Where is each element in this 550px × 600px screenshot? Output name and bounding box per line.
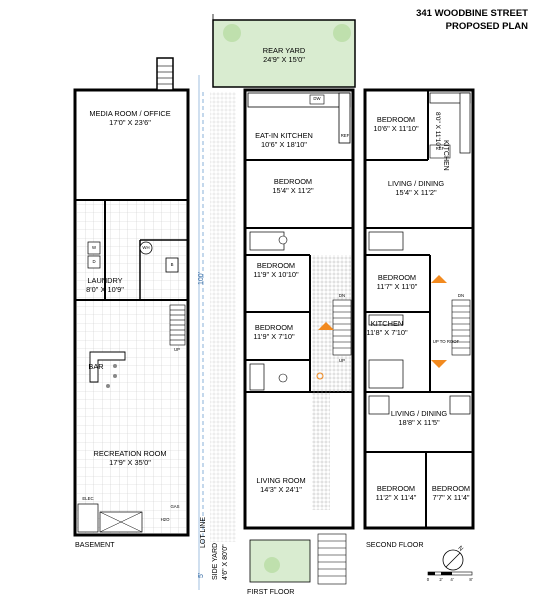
scale-tick-0: 0	[426, 577, 430, 582]
first-up-label: UP	[339, 358, 345, 363]
lot-depth-dim: 100'	[198, 271, 205, 285]
scale-tick-4: 4'	[450, 577, 454, 582]
washer-label: W	[91, 245, 97, 250]
second-bedroom-3-label: BEDROOM	[376, 484, 416, 493]
second-bedroom-1-label: BEDROOM	[376, 115, 416, 124]
second-dn-label: DN	[457, 293, 465, 298]
second-kitchen-2-label: KITCHEN	[370, 319, 404, 328]
up-to-roof-label: UP TO ROOF	[432, 339, 460, 344]
rear-yard-label: REAR YARD	[262, 46, 306, 55]
second-kitchen-top-dims: 8'0" x 11'10"	[434, 112, 441, 149]
plan-subtitle: PROPOSED PLAN	[445, 21, 528, 32]
bar-label: BAR	[88, 362, 104, 371]
second-ref-label: REF	[435, 146, 445, 151]
scale-tick-2: 2'	[439, 577, 443, 582]
basement-plan	[73, 57, 190, 537]
address-title: 341 WOODBINE STREET	[416, 8, 528, 19]
wh-label: WH	[142, 245, 150, 250]
first-bedroom-3-label: BEDROOM	[254, 323, 294, 332]
media-room-dims: 17'0" x 23'6"	[109, 118, 151, 127]
second-bedroom-3-dims: 11'2" x 11'4"	[375, 493, 417, 502]
second-living-1-label: LIVING / DINING	[387, 179, 445, 188]
second-living-2-label: LIVING / DINING	[390, 409, 448, 418]
first-bedroom-2-label: BEDROOM	[256, 261, 296, 270]
first-dn-label: DN	[338, 293, 346, 298]
second-living-1-dims: 15'4" x 11'2"	[395, 188, 437, 197]
second-bedroom-2-label: BEDROOM	[377, 273, 417, 282]
gas-label: GAS	[170, 504, 180, 509]
second-bedroom-4-label: BEDROOM	[431, 484, 471, 493]
second-bedroom-4-dims: 7'7" x 11'4"	[432, 493, 470, 502]
first-ref-label: REF	[340, 133, 350, 138]
recreation-room-dims: 17'9" x 35'0"	[109, 458, 151, 467]
media-room-label: MEDIA ROOM / OFFICE	[89, 109, 171, 118]
side-yard-label: SIDE YARD	[212, 542, 219, 580]
lot-line-label: LOT LINE	[200, 517, 207, 548]
recreation-room-label: RECREATION ROOM	[93, 449, 167, 458]
second-floor-label: SECOND FLOOR	[366, 540, 424, 549]
first-bedroom-3-dims: 11'9" x 7'10"	[253, 332, 295, 341]
first-dw-label: DW	[313, 96, 321, 101]
boiler-label: B	[170, 262, 174, 267]
h2o-label: H2O	[160, 517, 170, 522]
eat-in-kitchen-label: EAT-IN KITCHEN	[255, 131, 313, 140]
north-arrow-icon	[442, 549, 464, 571]
first-floor-plan	[212, 14, 356, 585]
second-bedroom-2-dims: 11'7" x 11'0"	[376, 282, 418, 291]
dryer-label: D	[92, 259, 96, 264]
laundry-label: LAUNDRY	[87, 276, 123, 285]
first-floor-label: FIRST FLOOR	[247, 587, 295, 596]
second-bedroom-1-dims: 10'6" x 11'10"	[373, 124, 419, 133]
eat-in-kitchen-dims: 10'6" x 18'10"	[261, 140, 307, 149]
laundry-dims: 8'0" x 10'9"	[86, 285, 124, 294]
first-bedroom-1-label: BEDROOM	[273, 177, 313, 186]
rear-yard-dims: 24'9" x 15'0"	[263, 55, 305, 64]
living-room-label: LIVING ROOM	[256, 476, 306, 485]
scale-tick-8: 8'	[469, 577, 473, 582]
side-yard	[198, 75, 236, 590]
second-living-2-dims: 18'8" x 11'5"	[398, 418, 440, 427]
second-kitchen-top-label: KITCHEN	[442, 140, 449, 171]
side-setback-dim: 5'	[198, 572, 205, 578]
second-kitchen-2-dims: 11'8" x 7'10"	[366, 328, 408, 337]
elec-label: ELEC	[82, 496, 94, 501]
scale-bar	[427, 571, 473, 576]
first-bedroom-1-dims: 15'4" x 11'2"	[272, 186, 314, 195]
living-room-dims: 14'3" x 24'1"	[260, 485, 302, 494]
first-bedroom-2-dims: 11'9" x 10'10"	[253, 270, 299, 279]
side-yard-dims: 4'6" x 80'0"	[222, 544, 229, 580]
basement-up-label: UP	[174, 347, 180, 352]
basement-floor-label: BASEMENT	[75, 540, 115, 549]
second-floor-plan	[363, 88, 475, 530]
